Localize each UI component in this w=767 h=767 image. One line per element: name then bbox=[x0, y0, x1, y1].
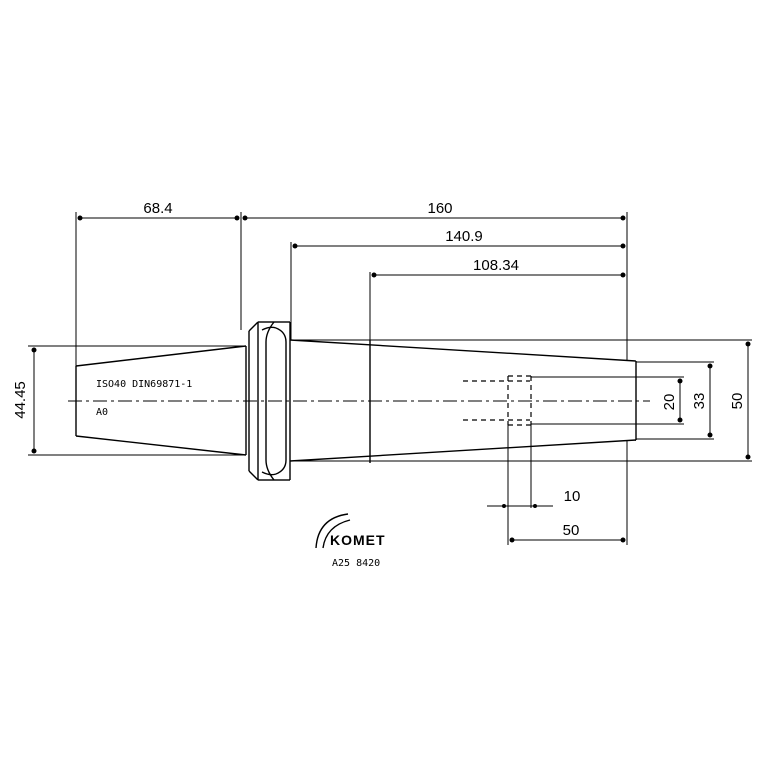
dimension-50-horizontal: 50 bbox=[509, 522, 626, 543]
dimension-68-4: 68.4 bbox=[77, 200, 240, 221]
dim-label-33: 33 bbox=[691, 393, 708, 410]
dim-label-20: 20 bbox=[661, 394, 678, 411]
dimension-33: 33 bbox=[691, 363, 713, 438]
dimension-20: 20 bbox=[661, 378, 683, 423]
internal-bore bbox=[463, 375, 636, 426]
dim-label-68-4: 68.4 bbox=[143, 200, 172, 217]
dimension-diameter-44-45: 44.45 bbox=[12, 347, 37, 454]
dimension-160: 160 bbox=[242, 200, 626, 221]
logo-code: A25 8420 bbox=[332, 558, 380, 569]
dim-label-44-45: 44.45 bbox=[12, 381, 29, 419]
komet-logo: KOMET A25 8420 bbox=[315, 513, 386, 569]
part-form-label: A0 bbox=[96, 407, 108, 418]
body bbox=[289, 339, 637, 463]
dim-label-50-vertical: 50 bbox=[729, 393, 746, 410]
dim-label-10: 10 bbox=[564, 488, 581, 505]
dimension-140-9: 140.9 bbox=[292, 228, 626, 249]
dimension-10: 10 bbox=[487, 488, 580, 508]
dim-label-140-9: 140.9 bbox=[445, 228, 483, 245]
dim-label-50-horizontal: 50 bbox=[563, 522, 580, 539]
part-standard-label: ISO40 DIN69871-1 bbox=[96, 379, 192, 390]
logo-brand: KOMET bbox=[330, 532, 386, 548]
dim-label-160: 160 bbox=[427, 200, 452, 217]
dimension-50-vertical: 50 bbox=[729, 341, 751, 460]
dim-label-108-34: 108.34 bbox=[473, 257, 519, 274]
dimension-108-34: 108.34 bbox=[371, 257, 626, 278]
